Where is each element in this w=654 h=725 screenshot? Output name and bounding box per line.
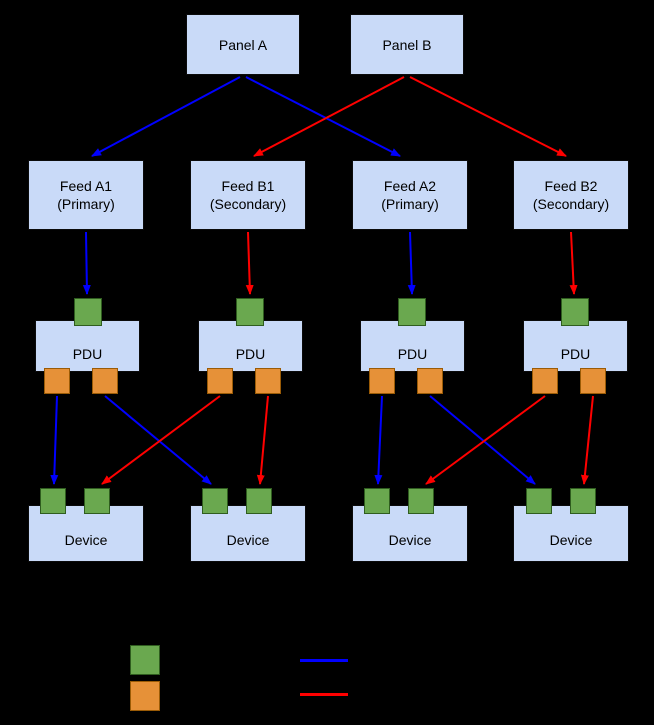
arrow-panel-a-to-feed-a1 <box>91 76 241 157</box>
device-2-node: Device <box>190 505 306 562</box>
feed-a2-label: Feed A2 <box>383 178 437 194</box>
panel-a-node: Panel A <box>186 14 300 75</box>
pdu-2-output-port-left <box>207 368 233 394</box>
device-1-node: Device <box>28 505 144 562</box>
pdu-2-input-port <box>236 298 264 326</box>
arrow-feed-b2-to-pdu-4 <box>569 231 578 295</box>
arrow-pdu-1-to-device-2 <box>104 395 212 485</box>
feed-a1-sublabel: (Primary) <box>57 196 115 212</box>
pdu-2-label: PDU <box>235 346 266 362</box>
pdu-2-output-port-right <box>255 368 281 394</box>
panel-a-label: Panel A <box>218 36 268 53</box>
feed-a2-node: Feed A2 (Primary) <box>352 160 468 230</box>
pdu-4-label: PDU <box>560 346 591 362</box>
device-4-input-port-right <box>570 488 596 514</box>
pdu-3-output-port-right <box>417 368 443 394</box>
arrow-panel-a-to-feed-a2 <box>245 76 401 157</box>
device-4-label: Device <box>549 532 593 548</box>
feed-a1-label: Feed A1 <box>59 178 113 194</box>
feed-a2-sublabel: (Primary) <box>381 196 439 212</box>
feed-b2-label: Feed B2 <box>544 178 598 194</box>
arrow-feed-a2-to-pdu-3 <box>407 231 416 295</box>
device-3-input-port-right <box>408 488 434 514</box>
pdu-4-input-port <box>561 298 589 326</box>
legend-output-port-swatch <box>130 681 160 711</box>
pdu-3-node: PDU <box>360 320 465 372</box>
pdu-1-output-port-left <box>44 368 70 394</box>
device-4-input-port-left <box>526 488 552 514</box>
device-3-input-port-left <box>364 488 390 514</box>
legend-primary-power-line <box>300 659 348 662</box>
legend-secondary-power-line <box>300 693 348 696</box>
arrow-pdu-2-to-device-1 <box>101 395 221 485</box>
device-1-input-port-right <box>84 488 110 514</box>
feed-b1-node: Feed B1 (Secondary) <box>190 160 306 230</box>
arrow-pdu-1-to-device-1 <box>50 395 59 485</box>
device-1-input-port-left <box>40 488 66 514</box>
pdu-1-input-port <box>74 298 102 326</box>
pdu-1-node: PDU <box>35 320 140 372</box>
arrow-pdu-3-to-device-4 <box>429 395 536 485</box>
pdu-1-output-port-right <box>92 368 118 394</box>
pdu-3-output-port-left <box>369 368 395 394</box>
feed-b2-sublabel: (Secondary) <box>532 196 610 212</box>
device-2-label: Device <box>226 532 270 548</box>
panel-b-node: Panel B <box>350 14 464 75</box>
pdu-4-output-port-left <box>532 368 558 394</box>
device-3-label: Device <box>388 532 432 548</box>
legend-input-port-swatch <box>130 645 160 675</box>
device-3-node: Device <box>352 505 468 562</box>
pdu-2-node: PDU <box>198 320 303 372</box>
arrow-pdu-4-to-device-3 <box>425 395 546 485</box>
pdu-3-label: PDU <box>397 346 428 362</box>
device-4-node: Device <box>513 505 629 562</box>
arrow-feed-a1-to-pdu-1 <box>82 231 91 295</box>
feed-b1-label: Feed B1 <box>221 178 275 194</box>
pdu-1-label: PDU <box>72 346 103 362</box>
feed-b2-node: Feed B2 (Secondary) <box>513 160 629 230</box>
pdu-4-node: PDU <box>523 320 628 372</box>
pdu-3-input-port <box>398 298 426 326</box>
arrow-panel-b-to-feed-b1 <box>253 76 405 157</box>
arrow-feed-b1-to-pdu-2 <box>245 231 254 295</box>
arrow-pdu-2-to-device-2 <box>256 395 269 485</box>
feed-b1-sublabel: (Secondary) <box>209 196 287 212</box>
device-2-input-port-right <box>246 488 272 514</box>
panel-b-label: Panel B <box>382 36 432 53</box>
feed-a1-node: Feed A1 (Primary) <box>28 160 144 230</box>
pdu-4-output-port-right <box>580 368 606 394</box>
arrow-panel-b-to-feed-b2 <box>409 76 567 157</box>
arrow-pdu-4-to-device-4 <box>580 395 594 485</box>
arrow-pdu-3-to-device-3 <box>374 395 383 485</box>
device-2-input-port-left <box>202 488 228 514</box>
device-1-label: Device <box>64 532 108 548</box>
